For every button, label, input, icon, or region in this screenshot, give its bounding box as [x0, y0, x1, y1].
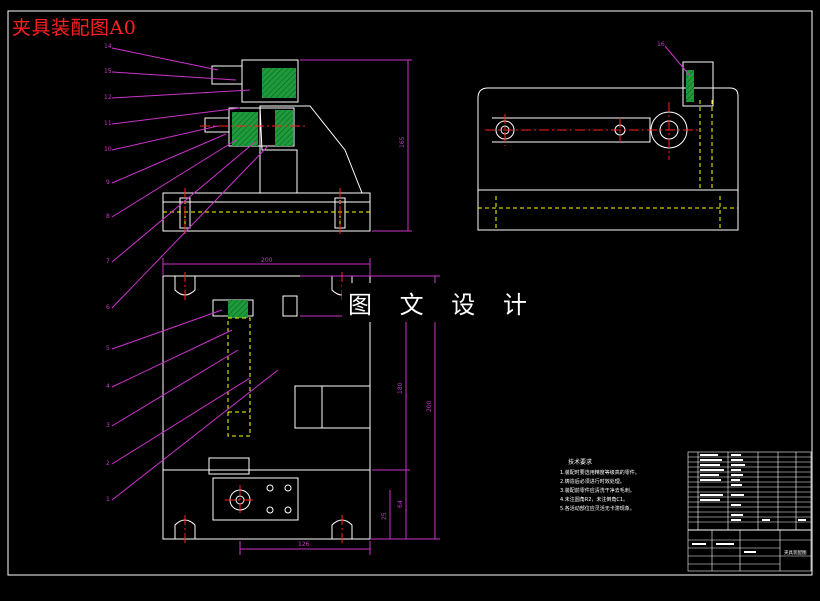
dim-plan-bottom-width: 126	[298, 541, 310, 548]
watermark-text: 图 文 设 计	[342, 283, 543, 322]
front-center-lines	[184, 125, 341, 236]
balloon-9: 9	[106, 179, 110, 186]
balloon-6: 6	[106, 304, 110, 311]
balloon-8: 8	[106, 213, 110, 220]
plan-dimension-labels: 200 180 200 25 64 126	[261, 257, 433, 548]
dim-plan-small-a: 25	[381, 512, 388, 520]
plan-center-lines	[184, 272, 343, 543]
side-view	[477, 61, 739, 231]
balloon-16: 16	[657, 41, 665, 48]
parts-list	[687, 451, 812, 572]
plan-hidden-lines	[227, 317, 251, 437]
balloon-15: 15	[104, 68, 112, 75]
front-hidden-lines	[163, 193, 370, 231]
balloon-10: 10	[104, 146, 112, 153]
technical-requirements: 技术要求 1.装配时要选用精度等级高的零件。 2.铸造后必须进行时效处理。 3.…	[560, 458, 640, 512]
balloon-12: 12	[104, 94, 112, 101]
balloon-7: 7	[106, 258, 110, 265]
balloon-14: 14	[104, 43, 112, 50]
tech-req-heading: 技术要求	[568, 458, 592, 466]
front-section-fill	[232, 68, 296, 146]
drawing-title: 夹具装配图A0	[12, 17, 137, 39]
balloon-1: 1	[106, 496, 110, 503]
balloon-5: 5	[106, 345, 110, 352]
side-center-lines	[485, 102, 700, 160]
dim-plan-height-a: 180	[397, 382, 404, 394]
side-leader	[664, 45, 691, 77]
tech-req-item-4: 4.未注圆角R2，未注倒角C1。	[560, 496, 628, 503]
parts-list-entries	[692, 454, 806, 553]
plan-view	[162, 275, 371, 540]
tech-req-item-3: 3.装配前零件应清洗干净去毛刺。	[560, 487, 635, 494]
dim-plan-height-b: 200	[426, 400, 433, 412]
front-balloon-labels: 14 15 12 11 10 9 8 7 6	[104, 43, 112, 311]
plan-section-fill	[228, 300, 248, 318]
tech-req-item-1: 1.装配时要选用精度等级高的零件。	[560, 469, 640, 476]
drawing-border	[7, 10, 813, 576]
plan-balloon-labels: 5 4 3 2 1	[106, 345, 110, 503]
tech-req-item-5: 5.各活动部位应灵活无卡滞现象。	[560, 505, 635, 512]
plan-leaders	[111, 309, 279, 501]
balloon-2: 2	[106, 460, 110, 467]
dim-plan-small-b: 64	[397, 500, 404, 508]
balloon-4: 4	[106, 383, 110, 390]
title-block-name: 夹具装配图	[784, 549, 807, 556]
front-height-label: 165	[399, 136, 406, 148]
side-section-fill	[686, 70, 694, 102]
balloon-3: 3	[106, 422, 110, 429]
front-leaders	[111, 47, 269, 309]
balloon-11: 11	[104, 120, 112, 127]
dim-plan-top-width: 200	[261, 257, 273, 264]
front-height-dimension	[300, 59, 412, 232]
tech-req-item-2: 2.铸造后必须进行时效处理。	[560, 478, 625, 485]
side-hidden-lines	[478, 100, 738, 230]
